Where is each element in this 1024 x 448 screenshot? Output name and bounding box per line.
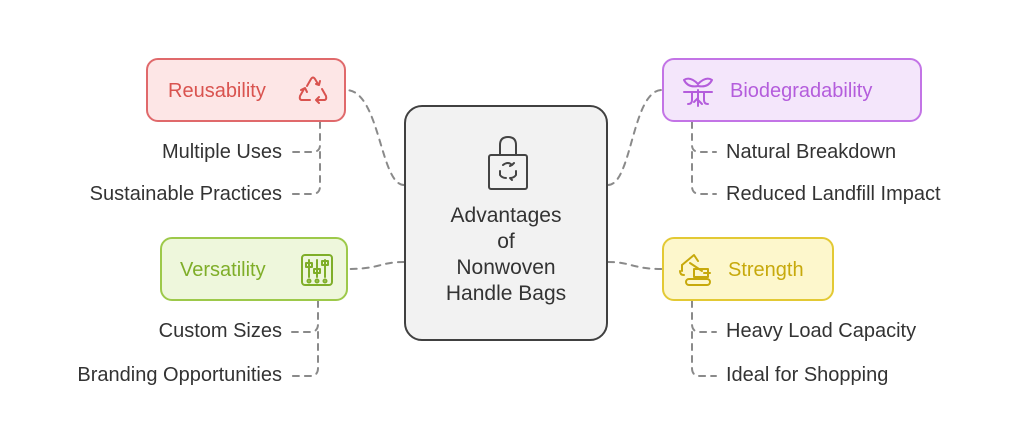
node-label: Reusability [168, 80, 266, 102]
sliders-icon [301, 254, 333, 286]
connector-multiple-uses [291, 121, 321, 153]
node-reusability: Reusability [146, 58, 346, 122]
connector-biodegradability [607, 89, 663, 186]
recycle-icon [298, 76, 328, 104]
node-label: Versatility [180, 259, 266, 281]
center-topic: Advantages of Nonwoven Handle Bags [404, 105, 608, 341]
node-label: Biodegradability [730, 80, 873, 102]
connector-reduced-landfill [691, 151, 717, 195]
connector-versatility [347, 261, 405, 270]
leaf-heavy-load-capacity: Heavy Load Capacity [726, 320, 917, 342]
connector-ideal-shopping [691, 331, 717, 377]
leaf-natural-breakdown: Natural Breakdown [726, 141, 897, 163]
center-title-line: Advantages [450, 204, 562, 227]
connector-branding [291, 331, 319, 377]
center-title: Advantages of Nonwoven Handle Bags [406, 203, 606, 307]
leaf-sustainable-practices: Sustainable Practices [89, 183, 282, 205]
node-label: Strength [728, 259, 804, 281]
leaf-ideal-for-shopping: Ideal for Shopping [726, 364, 889, 386]
connector-heavy-load [691, 300, 717, 333]
node-versatility: Versatility [160, 237, 348, 301]
crane-icon [679, 254, 711, 286]
node-strength: Strength [662, 237, 834, 301]
node-biodegradability: Biodegradability [662, 58, 922, 122]
shopping-bag-recycle-icon [488, 136, 528, 190]
center-title-line: of [497, 230, 515, 253]
connector-custom-sizes [291, 300, 319, 333]
center-title-line: Nonwoven [456, 256, 556, 279]
connector-strength [607, 261, 663, 270]
connector-natural-breakdown [691, 121, 717, 153]
leaf-custom-sizes: Custom Sizes [158, 320, 282, 342]
leaf-multiple-uses: Multiple Uses [161, 141, 282, 163]
connector-sustainable-practices [291, 151, 321, 195]
sprout-roots-icon [683, 77, 713, 107]
leaf-reduced-landfill-impact: Reduced Landfill Impact [726, 183, 941, 205]
connector-reusability [345, 89, 405, 186]
leaf-branding-opportunities: Branding Opportunities [77, 364, 282, 386]
center-title-line: Handle Bags [445, 282, 567, 305]
